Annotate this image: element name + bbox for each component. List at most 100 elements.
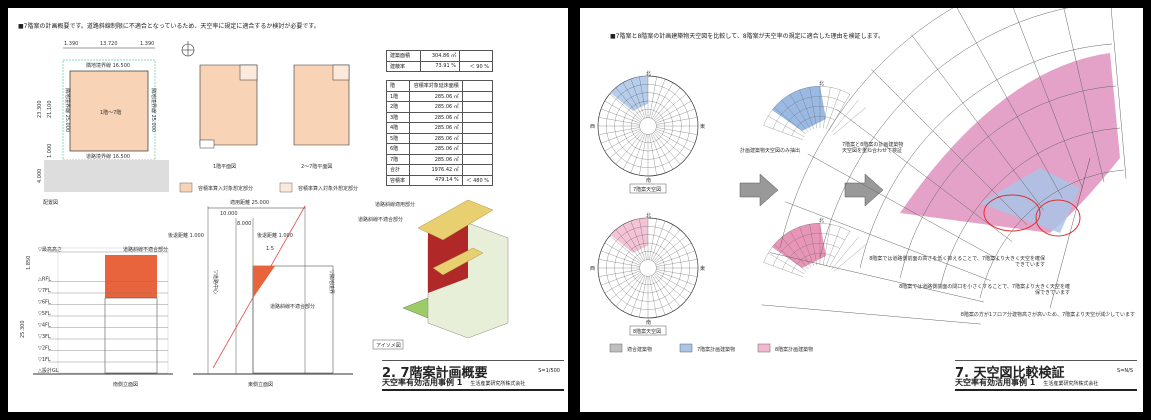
table-cell [461,164,494,176]
table-cell: 建築面積 [386,50,421,62]
floor-plans: 1階平面図 2～7階平面図 容積率算入対象想定部分 容積率算入対象外想定部分 [179,64,358,193]
scale: S=N/S [1117,368,1133,374]
table-cell: 285.06 ㎡ [408,111,463,123]
table-cell [461,80,494,92]
table-cell [461,143,494,155]
east-boundary-label: 隣地境界線 25.000 [150,88,157,132]
table-cell: ＜ 90 % [458,60,494,72]
iso-applied-label: 道路斜線適用部分 [375,201,415,208]
sheet-header: ■7階案と8階案の計画建築物天空図を比較して、8階案が天空率の規定に適合した理由… [610,33,885,40]
height-dim: 25.300 [20,321,26,339]
direction-north: 北 [819,217,824,224]
table-cell: ＜ 480 % [461,174,494,186]
sheet-title: 2. 7階案計画概要 [382,366,488,381]
left-dim: 4.000 [37,169,43,183]
plan-caption-2-7f: 2～7階平面図 [301,163,332,170]
isometric-view: 道路斜線適用部分 道路斜線不適合部分 アイソメ図 [358,199,509,350]
east-elevation: 適用距離 25.000 10.000 8.000 後退距離 1.000 後退距離… [168,199,353,388]
company: 生活産業研究所株式会社 [470,381,526,387]
direction-east: 東 [700,123,705,130]
dim-top-right: 1.390 [140,41,154,47]
level-label: ▽6FL [38,300,51,306]
drawings-left: 1.390 13.720 1.390 隣地境界線 16.500 道路境界線 16… [20,41,509,388]
setback-right: 後退距離 1.000 [257,232,293,239]
boundary-label: ▽隣地境界 [328,270,335,294]
table-cell: 1976.42 ㎡ [408,164,463,176]
table-cell: 4階 [386,122,410,134]
level-label: ▽7FL [38,288,51,294]
scale: S=1/500 [538,368,560,374]
level-label: ▽3FL [38,334,51,340]
dim-top-center: 13.720 [100,41,118,47]
table-cell: 5階 [386,132,410,144]
applied-distance: 適用距離 25.000 [230,199,269,206]
site-plan-caption: 配置図 [43,200,58,206]
level-label: ▽4FL [38,323,51,329]
level-label: ▽最高高さ [38,246,62,253]
site-plan: 1.390 13.720 1.390 隣地境界線 16.500 道路境界線 16… [37,41,195,206]
table-cell: 285.06 ㎡ [408,153,463,165]
dim-top-left: 1.390 [64,41,78,47]
level-label: ▽2FL [38,346,51,352]
setback-left: 後退距離 1.000 [168,232,204,239]
table-cell: 2階 [386,101,410,113]
sheet-title: 7. 天空図比較検証 [955,366,1065,381]
direction-north: 北 [646,212,651,219]
table-cell: 285.06 ㎡ [408,90,463,102]
table-cell: 3階 [386,111,410,123]
table-cell: 73.91 % [419,60,460,72]
south-elevation-caption: 南側立面図 [113,381,138,388]
level-label: △RFL [38,277,51,283]
note-1: 8階案では道路側前面の高さを低く抑えることで、7階案より大きく天空を確保できてい… [869,256,1045,268]
right-sheet: ■7階案と8階案の計画建築物天空図を比較して、8階案が天空率の規定に適合した理由… [580,8,1143,412]
title-block: 7. 天空図比較検証 S=N/S 天空率有効活用事例 1 生活産業研究所株式会社 [955,360,1137,391]
table-cell: 285.06 ㎡ [408,132,463,144]
arrow-2-label: 7階案と8階案の計画建築物天空図を重ね合わせて検証 [842,142,904,154]
west-boundary-label: 隣地境界線 25.000 [64,88,71,132]
table-cell [461,111,494,123]
table-cell [461,90,494,102]
north-boundary-label: 隣地境界線 16.500 [86,62,130,69]
direction-south: 南 [646,177,651,184]
iso-noncomply-label: 道路斜線不適合部分 [358,216,403,223]
table-cell [461,101,494,113]
dome-caption: 7階案天空図 [633,186,661,193]
legend-included: 容積率算入対象想定部分 [198,185,253,192]
legend-plan8: 8階案計画建築物 [775,346,813,353]
dome-caption: 8階案天空図 [633,328,661,335]
extracted-sky-dome: 北 [763,80,867,140]
note-3: 8階案の方が1フロア分建物高さが高いため、7階案より天空が減少しています [960,312,1135,318]
table-cell [461,122,494,134]
legend-plan7: 7階案計画建築物 [697,346,735,353]
plan-caption-1f: 1階平面図 [213,163,236,170]
company: 生活産業研究所株式会社 [1043,381,1099,387]
direction-east: 東 [700,265,705,272]
dim-8000: 8.000 [237,221,251,227]
table-cell: 479.14 % [408,174,463,186]
direction-north: 北 [646,70,651,77]
overlay-fan [761,8,1127,325]
legend: 適合建築物 7階案計画建築物 8階案計画建築物 [609,343,813,353]
south-elevation: ▽最高高さ△RFL▽7FL▽6FL▽5FL▽4FL▽3FL▽2FL▽1FL△設計… [20,246,173,388]
left-sheet: ■7階案の計画概要です。道路斜線制限に不適合となっているため、天空率に規定に適合… [8,8,568,412]
project-name: 天空率有効活用事例 1 [955,378,1036,387]
table-cell: 285.06 ㎡ [408,122,463,134]
table-cell: 304.86 ㎡ [419,50,460,62]
iso-caption: アイソメ図 [376,343,401,349]
level-label: ▽5FL [38,311,51,317]
sheet-header: ■7階案の計画概要です。道路斜線制限に不適合となっているため、天空率に規定に適合… [18,23,320,30]
left-dim: 23.300 [37,101,43,119]
table-cell: 7階 [386,153,410,165]
